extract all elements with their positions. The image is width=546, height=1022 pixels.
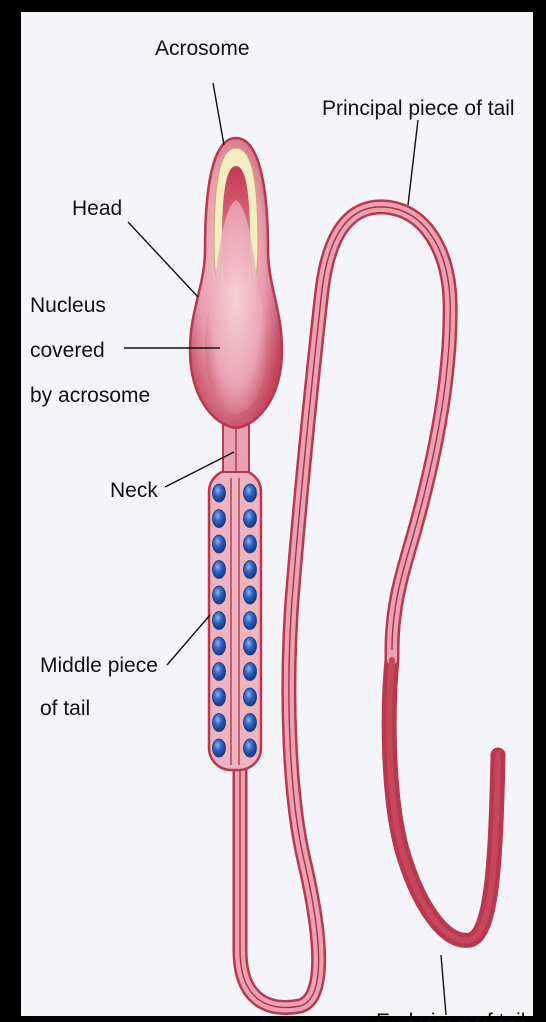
label-nucleus-line1: Nucleus xyxy=(30,294,106,317)
mitochondrion xyxy=(213,561,226,579)
mitochondrion xyxy=(244,484,257,502)
label-nucleus-line3: by acrosome xyxy=(30,384,150,407)
mitochondrion xyxy=(244,586,257,604)
label-acrosome: Acrosome xyxy=(155,37,250,60)
mitochondrion xyxy=(213,510,226,528)
mitochondrion xyxy=(213,535,226,553)
label-neck: Neck xyxy=(110,479,158,502)
mitochondrion xyxy=(213,586,226,604)
mitochondrion xyxy=(213,714,226,732)
label-middle-piece-line2: of tail xyxy=(40,697,90,720)
label-middle-piece-line1: Middle piece xyxy=(40,654,158,677)
label-principal-piece: Principal piece of tail xyxy=(322,97,515,120)
mitochondrion xyxy=(244,688,257,706)
mitochondrion xyxy=(244,510,257,528)
middle-piece xyxy=(209,470,261,770)
paper-background xyxy=(21,12,533,1017)
mitochondrion xyxy=(244,637,257,655)
label-nucleus-line2: covered xyxy=(30,339,105,362)
mitochondrion xyxy=(244,739,257,757)
mitochondrion xyxy=(244,663,257,681)
mitochondrion xyxy=(244,535,257,553)
mitochondrion xyxy=(213,739,226,757)
mitochondrion xyxy=(213,484,226,502)
label-head: Head xyxy=(72,197,122,220)
mitochondrion xyxy=(213,637,226,655)
mitochondrion xyxy=(213,688,226,706)
mitochondrion xyxy=(213,612,226,630)
mitochondrion xyxy=(244,612,257,630)
mitochondrion xyxy=(244,561,257,579)
mitochondrion xyxy=(244,714,257,732)
mitochondrion xyxy=(213,663,226,681)
